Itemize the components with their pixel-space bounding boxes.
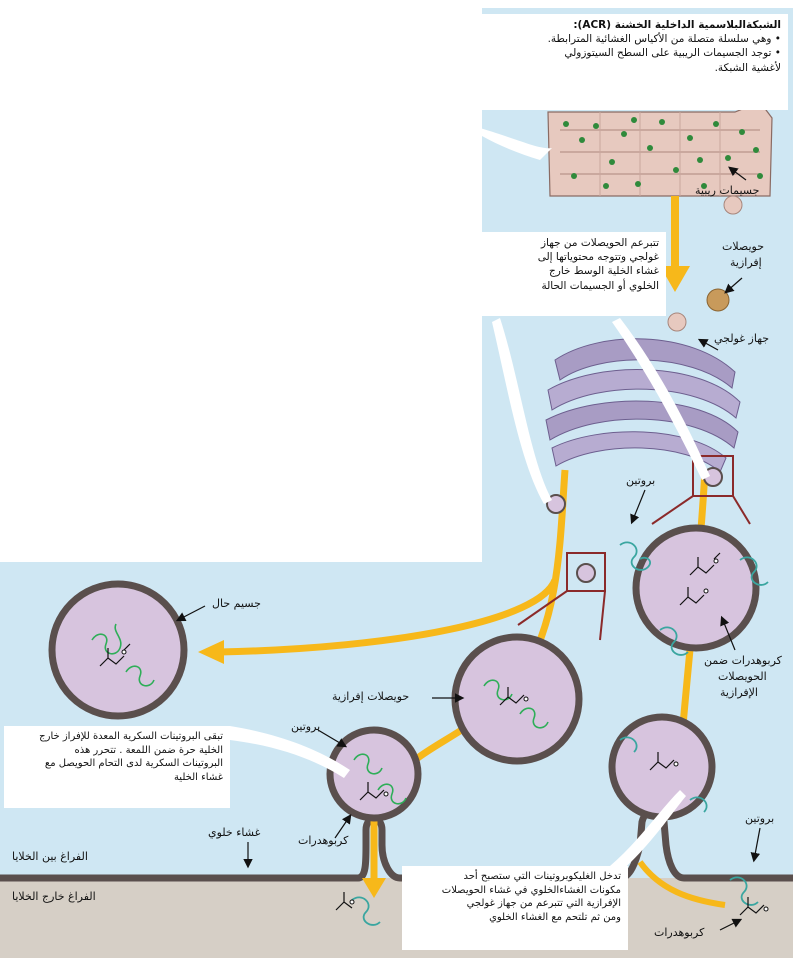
left-box-line-3: البروتينات السكرية لدى التحام الحويصل مع <box>44 758 223 769</box>
glycoprotein-description-box: تدخل الغليكوبروتينات التي ستصبح أحد مكون… <box>402 866 628 950</box>
exocytosis-arrowhead-left <box>362 878 386 898</box>
label-cell-membrane: غشاء خلوي <box>208 826 261 839</box>
secretion-description-box: تبقى البروتينات السكرية المعدة للإفراز خ… <box>4 726 230 808</box>
bottom-box-line-3: الإفرازية التي تتبرعم من جهاز غولجي <box>466 898 621 909</box>
er-box-title: الشبكةالبلاسمية الداخلية الخشنة (ACR): <box>573 19 781 31</box>
protein-cargo <box>91 623 549 805</box>
label-lysosome: جسيم حال <box>212 597 261 610</box>
budding-vesicle-1 <box>723 195 743 215</box>
vesicle-fusing-right <box>608 713 716 821</box>
membrane-flow-right <box>637 860 726 908</box>
label-carbs-in-vesicles-2: الحويصلات <box>718 670 767 683</box>
label-extracellular-space: الفراغ خارج الخلايا <box>12 890 96 903</box>
callout-wedge-golgi-right <box>612 318 710 480</box>
bottom-box-line-4: ومن ثم تلتحم مع الغشاء الخلوي <box>489 911 621 923</box>
bottom-box-line-1: تدخل الغليكوبروتينات التي ستصبح أحد <box>463 871 621 882</box>
label-carbs-in-vesicles-1: كربوهدرات ضمن <box>704 654 782 667</box>
callout-wedge-bottom <box>610 790 686 874</box>
budding-vesicle-2 <box>706 288 730 312</box>
zoom-lines-right <box>651 495 751 525</box>
er-description-box: الشبكةالبلاسمية الداخلية الخشنة (ACR): •… <box>482 14 788 110</box>
golgi-vesicle-mid <box>576 563 596 583</box>
label-carbohydrates-left: كربوهدرات <box>298 834 349 847</box>
golgi-box-line-1: تتبرعم الحويصلات من جهاز <box>540 237 659 249</box>
callout-wedge-left <box>230 726 350 778</box>
left-box-line-2: الخلية حرة ضمن اللمعة . تتحرر هذه <box>74 744 223 756</box>
label-carbs-in-vesicles-3: الإفرازية <box>720 686 758 699</box>
zoom-frame-right <box>692 455 734 497</box>
vesicle-top-right <box>632 524 760 652</box>
label-intercellular-space: الفراغ بين الخلايا <box>12 850 88 863</box>
label-secretory-vesicles-mid: حويصلات إفرازية <box>332 690 410 703</box>
golgi-box-line-4: الخلوي أو الجسيمات الحالة <box>541 279 659 292</box>
golgi-apparatus <box>545 338 741 473</box>
callout-wedge-er <box>480 128 552 160</box>
er-box-bullet-3: لأغشية الشبكة. <box>714 61 781 74</box>
left-box-line-1: تبقى البروتينات السكرية المعدة للإفراز خ… <box>39 731 223 742</box>
callout-wedge-golgi-left <box>492 318 552 504</box>
rough-er <box>547 101 773 197</box>
ribosomes <box>563 117 763 189</box>
golgi-box-line-3: غشاء الخلية الوسط خارج <box>548 265 659 278</box>
label-secretory-vesicles-top-1: حويصلات <box>722 240 765 253</box>
er-to-golgi-arrowhead <box>660 266 690 292</box>
pointer-arrows <box>175 166 761 931</box>
carbohydrate-nodes <box>121 558 769 912</box>
label-protein-top: بروتين <box>626 474 656 487</box>
left-box-line-4: غشاء الخلية <box>173 771 223 783</box>
er-box-bullet-2: • توجد الجسيمات الريبية على السطح السيتو… <box>564 47 781 60</box>
golgi-description-box: تتبرعم الحويصلات من جهاز غولجي وتتوجه مح… <box>482 232 666 316</box>
label-golgi: جهاز غولجي <box>714 332 770 345</box>
label-carbohydrates-bottom: كربوهدرات <box>654 926 705 939</box>
zoom-lines-mid <box>517 590 606 641</box>
extracellular-region <box>0 878 793 958</box>
label-protein-right: بروتين <box>745 812 775 825</box>
lysosome-arrowhead <box>198 640 224 664</box>
budding-vesicle-3 <box>667 312 687 332</box>
label-secretory-vesicles-top-2: إفرازية <box>730 256 762 269</box>
cytoplasm-region <box>0 8 793 878</box>
bottom-box-line-2: مكونات الغشاءالخلوي في غشاء الحويصلات <box>441 884 621 896</box>
membrane-proteins <box>351 541 769 926</box>
transport-path-to-lysosome <box>219 578 559 656</box>
label-protein-left: بروتين <box>291 720 321 733</box>
golgi-box-line-2: غولجي وتتوجه محتوياتها إلى <box>537 251 659 264</box>
zoom-frame-mid <box>566 552 606 592</box>
er-box-bullet-1: • وهي سلسلة متصلة من الأكياس الغشائية ال… <box>547 33 781 46</box>
carbohydrate-chains <box>99 552 765 916</box>
label-ribosomes: جسيمات ريبية <box>695 184 760 197</box>
vesicle-middle <box>451 633 583 765</box>
